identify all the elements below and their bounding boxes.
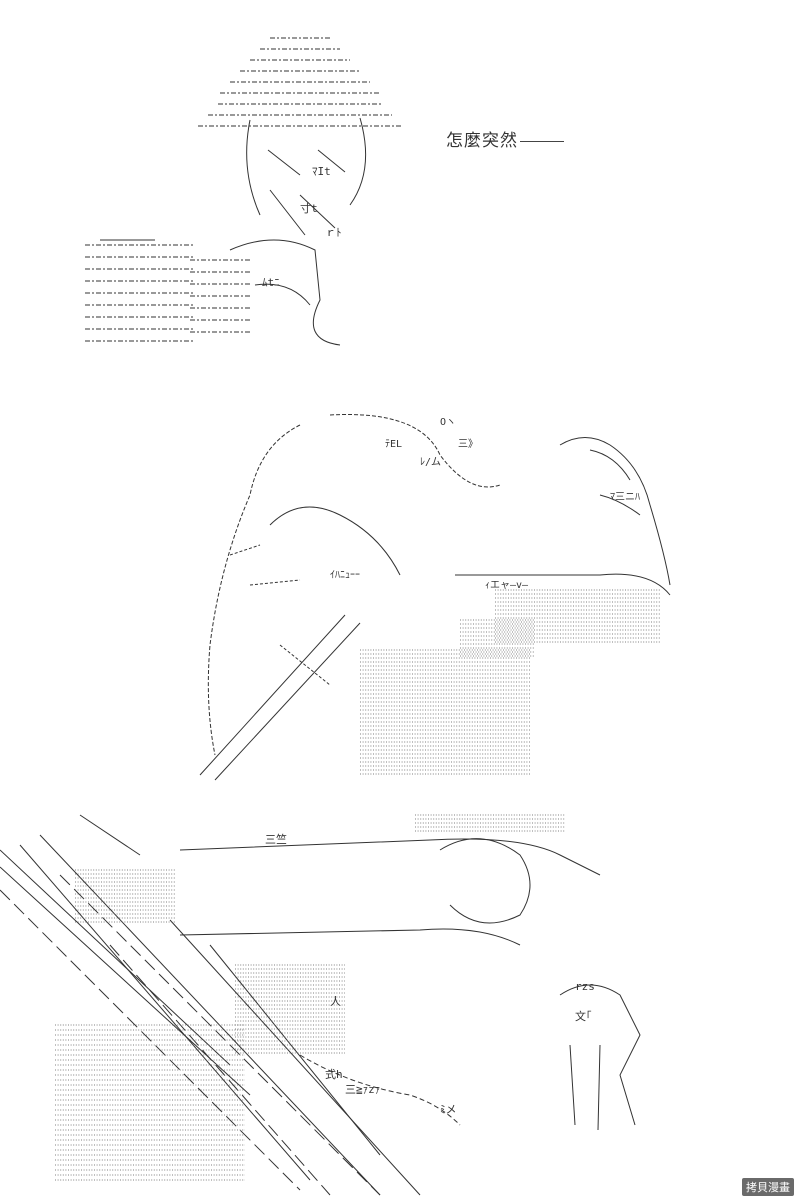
- caption-dash: [520, 140, 564, 142]
- lower-arm-outline: [179, 928, 521, 946]
- hair-outline-top: [329, 414, 501, 488]
- art-fragment: 文｢: [575, 1009, 592, 1023]
- extended-arm-outline: [179, 838, 601, 876]
- fist-detail: [589, 449, 641, 516]
- body-stripes: [235, 964, 345, 1054]
- art-fragment: 三》: [458, 438, 478, 450]
- standing-figure-outline: [559, 984, 641, 1126]
- art-fragment: 式h: [325, 1068, 343, 1081]
- speech-caption: 怎麼突然: [446, 126, 564, 151]
- speed-line: [59, 874, 381, 1196]
- panel-1: ｒﾄ 寸t ﾏIt ﾑtﾆ 怎麼突然: [0, 0, 800, 370]
- art-fragment: ﾃEL: [385, 439, 402, 450]
- ascii-art-character-closeup: ｒﾄ 寸t ﾏIt ﾑtﾆ: [85, 37, 402, 346]
- standing-figure-legs: [569, 1044, 601, 1131]
- art-fragment: ﾐメ: [440, 1103, 457, 1116]
- sleeve-stripes: [75, 869, 175, 923]
- watermark: 拷貝漫畫: [742, 1178, 794, 1196]
- art-fragment: 三≧ｧzｧ: [345, 1083, 380, 1096]
- art-fragment: ﾏ三ニﾊ: [610, 492, 640, 503]
- floor-stripes: [55, 1024, 245, 1181]
- face-outline: [269, 506, 401, 576]
- panel-2: ﾃEL 三》Oヽ ｨエャ―v― ﾏ三ニﾊ ｲﾊﾆｭｰｰ ﾚ/ム: [0, 385, 800, 795]
- sleeve-stripes: [495, 589, 660, 643]
- arm-stripes: [415, 814, 565, 832]
- art-fragment: 人: [330, 995, 341, 1008]
- sword-line-2: [214, 622, 361, 781]
- ground-wave: [299, 1054, 461, 1126]
- eye-lines: [267, 149, 346, 176]
- raised-fist-outline: [559, 437, 671, 586]
- cloth-folds: [229, 544, 331, 686]
- shirt-stripes: [360, 649, 530, 775]
- speed-line: [109, 944, 331, 1196]
- speed-line: [39, 834, 381, 1196]
- speed-line: [79, 814, 141, 856]
- face-shading: [269, 189, 336, 236]
- hand-outline: [254, 283, 311, 306]
- speed-line: [169, 919, 421, 1196]
- art-fragment: rzs: [575, 980, 595, 993]
- cuff-stripes: [460, 619, 535, 657]
- speed-line: [0, 849, 231, 1066]
- caption-text: 怎麼突然: [446, 131, 518, 151]
- upper-arm-line: [455, 573, 671, 596]
- art-fragment: 三竺: [265, 832, 287, 846]
- hair-edge-left: [246, 119, 261, 216]
- hair-edge-right: [349, 117, 367, 206]
- speed-line: [0, 889, 301, 1191]
- art-fragment: ﾏIt: [312, 165, 331, 178]
- art-fragment: ｲﾊﾆｭｰｰ: [330, 570, 360, 581]
- hair-outline-left: [207, 424, 301, 756]
- sword-line-1: [199, 614, 346, 776]
- art-fragment: ｒﾄ: [325, 226, 342, 239]
- ascii-art-character-flexing: ﾃEL 三》Oヽ ｨエャ―v― ﾏ三ニﾊ ｲﾊﾆｭｰｰ ﾚ/ム: [199, 414, 671, 781]
- art-fragment: Oヽ: [440, 417, 456, 428]
- arm-outline: [229, 239, 341, 346]
- art-fragment: ﾑtﾆ: [262, 276, 280, 289]
- fist-outline: [439, 838, 531, 924]
- speed-line: [0, 866, 251, 1096]
- speed-line: [209, 944, 381, 1156]
- speed-line: [19, 844, 311, 1181]
- art-fragment: 寸t: [300, 201, 318, 215]
- art-fragment: ﾚ/ム: [420, 456, 441, 468]
- art-fragment: ｨエャ―v―: [485, 580, 529, 591]
